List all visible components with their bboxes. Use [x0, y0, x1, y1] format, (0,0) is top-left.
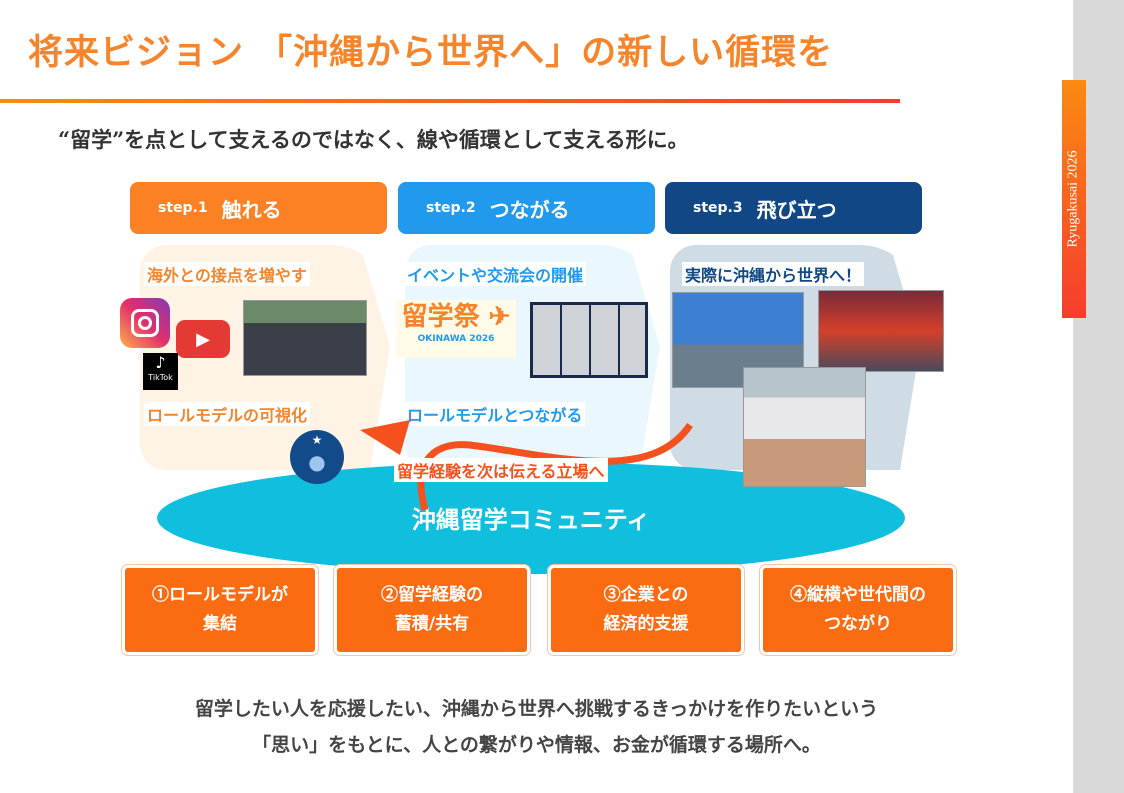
page-title: 将来ビジョン 「沖縄から世界へ」の新しい循環を — [28, 32, 834, 73]
panel-1-top-text: 海外との接点を増やす — [144, 262, 310, 286]
step-3-header: step.3 飛び立つ — [665, 182, 922, 234]
panel-1-bottom-text: ロールモデルの可視化 — [144, 402, 311, 426]
panel-3-top-text: 実際に沖縄から世界へ！ — [682, 262, 865, 286]
title-underline — [0, 99, 900, 103]
classroom-photo — [243, 300, 367, 376]
step-1-header: step.1 触れる — [130, 182, 387, 234]
step-number: step.2 — [426, 200, 476, 216]
closing-text-line-2: 「思い」をもとに、人との繋がりや情報、お金が循環する場所へ。 — [252, 734, 821, 756]
online-meeting-photo — [530, 302, 648, 378]
loop-label: 留学経験を次は伝える立場へ — [394, 458, 608, 482]
youtube-icon: ▶ — [176, 320, 230, 358]
step-number: step.3 — [693, 200, 743, 216]
benefit-box-3: ③企業との 経済的支援 — [547, 564, 745, 656]
community-label: 沖縄留学コミュニティ — [411, 505, 651, 534]
step-label: 飛び立つ — [756, 197, 837, 222]
step-label: 触れる — [221, 197, 282, 222]
benefit-box-4: ④縦横や世代間の つながり — [759, 564, 957, 656]
tiktok-label: TikTok — [148, 373, 173, 382]
side-label: Ryugakusai 2026 — [1062, 80, 1086, 318]
panel-2-top-text: イベントや交流会の開催 — [404, 262, 587, 286]
step-number: step.1 — [158, 200, 208, 216]
closing-text-line-1: 留学したい人を応援したい、沖縄から世界へ挑戦するきっかけを作りたいという — [194, 698, 879, 720]
benefit-box-2: ②留学経験の 蓄積/共有 — [333, 564, 531, 656]
group-parade-photo — [743, 367, 866, 487]
role-model-avatar-icon: ★● — [290, 430, 344, 484]
chinatown-photo — [818, 290, 944, 372]
ryugakusai-logo: 留学祭 ✈OKINAWA 2026 — [396, 300, 516, 358]
subtitle: “留学”を点として支えるのではなく、線や循環として支える形に。 — [58, 127, 689, 152]
step-2-header: step.2 つながる — [398, 182, 655, 234]
side-accent-bar — [1062, 80, 1086, 318]
benefit-box-1: ①ロールモデルが 集結 — [121, 564, 319, 656]
panel-2-bottom-text: ロールモデルとつながる — [404, 402, 586, 426]
tiktok-icon: ♪TikTok — [143, 353, 178, 390]
step-label: つながる — [489, 197, 570, 222]
side-label-text: Ryugakusai 2026 — [1066, 150, 1082, 248]
instagram-icon — [120, 298, 170, 348]
